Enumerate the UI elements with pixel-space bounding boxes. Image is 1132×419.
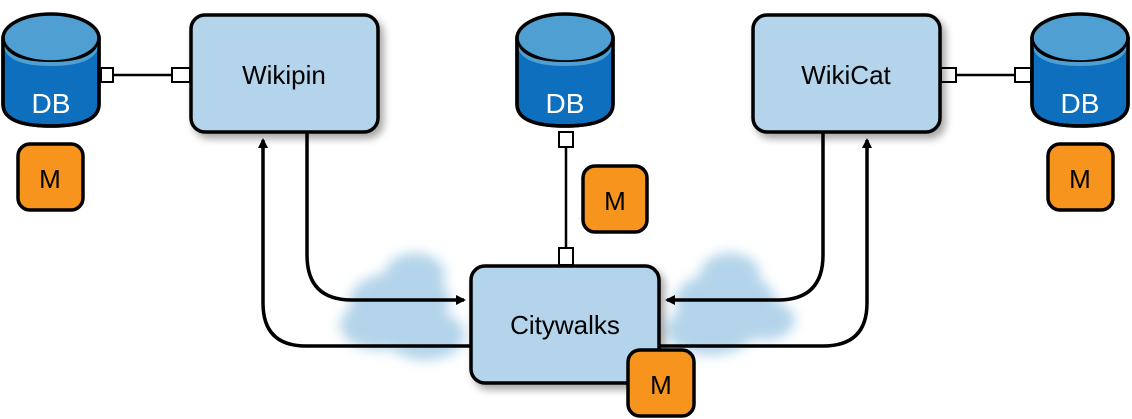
monitor-center-label: M — [604, 186, 626, 216]
service-wikipin[interactable]: Wikipin — [189, 13, 380, 134]
port-wikicat — [940, 67, 957, 83]
database-left-label: DB — [32, 88, 71, 119]
monitor-center: M — [581, 164, 649, 234]
edge-citywalks-to-wikicat — [660, 138, 872, 348]
database-right: DB — [1030, 12, 1130, 128]
cloud-right — [665, 253, 795, 355]
database-center: DB — [515, 12, 615, 128]
database-left: DB — [1, 12, 101, 128]
cloud-left — [340, 253, 465, 360]
database-center-label: DB — [546, 88, 585, 119]
service-wikicat[interactable]: WikiCat — [751, 13, 942, 134]
edge-wikipin-to-citywalks — [305, 132, 466, 305]
port-center-db — [558, 131, 574, 148]
port-citywalks — [558, 247, 574, 266]
database-right-label: DB — [1061, 88, 1100, 119]
monitor-right: M — [1046, 142, 1115, 212]
service-wikicat-label: WikiCat — [801, 60, 891, 90]
monitor-right-label: M — [1069, 164, 1091, 194]
port-wikipin — [171, 67, 191, 83]
monitor-left-label: M — [39, 164, 61, 194]
monitor-citywalks: M — [626, 348, 696, 418]
service-wikipin-label: Wikipin — [242, 60, 326, 90]
service-citywalks-label: Citywalks — [510, 310, 620, 340]
monitor-citywalks-label: M — [650, 370, 672, 400]
edge-citywalks-to-wikipin — [258, 138, 470, 348]
port-left-db — [100, 67, 114, 83]
service-citywalks[interactable]: Citywalks — [469, 264, 661, 385]
monitor-left: M — [16, 142, 85, 212]
port-right-db — [1014, 67, 1032, 83]
edge-wikicat-to-citywalks — [665, 132, 825, 305]
